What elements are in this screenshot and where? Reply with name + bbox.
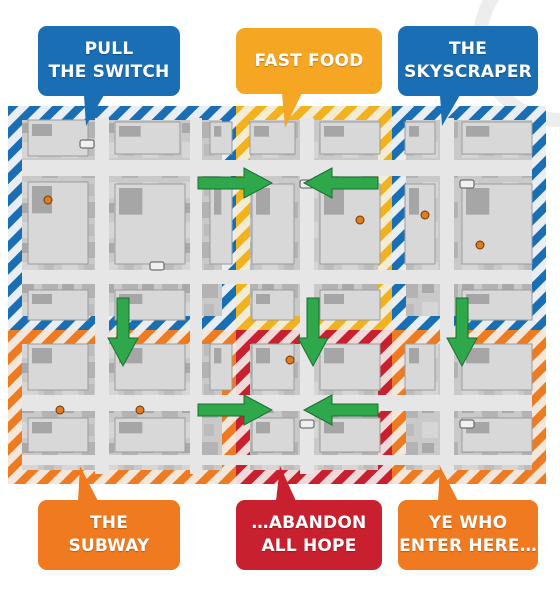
rubble (324, 348, 344, 364)
rubble (214, 188, 222, 215)
rubble (119, 422, 143, 434)
rubble (32, 422, 52, 434)
objective-token (355, 215, 365, 225)
arrows-layer (107, 167, 478, 426)
callout-label: …ABANDON ALL HOPE (251, 513, 367, 556)
street-v (440, 118, 454, 474)
car-token (459, 179, 475, 189)
rubble (409, 348, 419, 364)
car-token (459, 419, 475, 429)
rubble (256, 348, 270, 364)
callout-fast-food: FAST FOOD (236, 28, 382, 94)
arrow-switch-to-subway (107, 297, 139, 368)
rubble (256, 422, 270, 434)
rubble (409, 126, 419, 137)
rubble (466, 126, 490, 137)
rubble (32, 348, 52, 364)
callout-label: FAST FOOD (254, 50, 364, 71)
car-token (79, 139, 95, 149)
street-h (22, 270, 532, 284)
objective-token (475, 240, 485, 250)
street-v (95, 118, 109, 474)
street-v (190, 118, 202, 474)
rubble (466, 348, 490, 364)
objective-token (135, 405, 145, 415)
building-block (251, 417, 295, 453)
callout-the-subway: THE SUBWAY (38, 500, 180, 570)
callout-label: YE WHO ENTER HERE… (399, 513, 537, 556)
callout-label: THE SUBWAY (68, 513, 150, 556)
rubble (32, 124, 52, 136)
arrow-switch-to-food (197, 167, 274, 199)
rubble (214, 126, 222, 137)
callout-abandon-all-hope: …ABANDON ALL HOPE (236, 500, 382, 570)
objective-token (420, 210, 430, 220)
rubble (32, 186, 52, 214)
callout-ye-who-enter-here: YE WHO ENTER HERE… (398, 500, 538, 570)
callout-the-skyscraper: THE SKYSCRAPER (398, 26, 538, 96)
arrow-skyscraper-to-food (302, 167, 379, 199)
car-token (299, 419, 315, 429)
street-h (22, 455, 532, 465)
street-v (300, 118, 314, 474)
car-token (149, 261, 165, 271)
arrow-skyscraper-to-enter (446, 297, 478, 368)
callout-pointer-ye-who-enter-here (438, 466, 458, 501)
rubble (466, 294, 490, 304)
rubble (324, 422, 344, 434)
rubble (254, 126, 269, 137)
street-h (22, 395, 532, 411)
callout-pointer-the-skyscraper (440, 95, 460, 126)
callout-pointer-fast-food (282, 93, 302, 128)
rubble (214, 348, 222, 364)
rubble (324, 294, 344, 304)
rubble (466, 422, 490, 434)
objective-token (285, 355, 295, 365)
arrow-enter-to-hope (302, 394, 379, 426)
pointers-layer (78, 93, 460, 501)
rubble (409, 188, 419, 215)
rubble (119, 126, 141, 137)
arrow-food-to-hope (297, 297, 329, 368)
rubble (256, 294, 270, 304)
rubble (119, 294, 143, 304)
street-h (22, 160, 532, 176)
callout-pull-the-switch: PULL THE SWITCH (38, 26, 180, 96)
arrow-subway-to-hope (197, 394, 274, 426)
objective-token (43, 195, 53, 205)
rubble (119, 188, 143, 215)
callout-pointer-pull-the-switch (84, 95, 104, 126)
rubble (324, 126, 344, 137)
rubble (256, 188, 270, 215)
rubble (32, 294, 52, 304)
callout-pointer-abandon-all-hope (276, 466, 296, 501)
callout-label: PULL THE SWITCH (48, 39, 170, 82)
callout-pointer-the-subway (78, 466, 98, 501)
callout-label: THE SKYSCRAPER (404, 39, 532, 82)
rubble (466, 188, 490, 215)
objective-token (55, 405, 65, 415)
